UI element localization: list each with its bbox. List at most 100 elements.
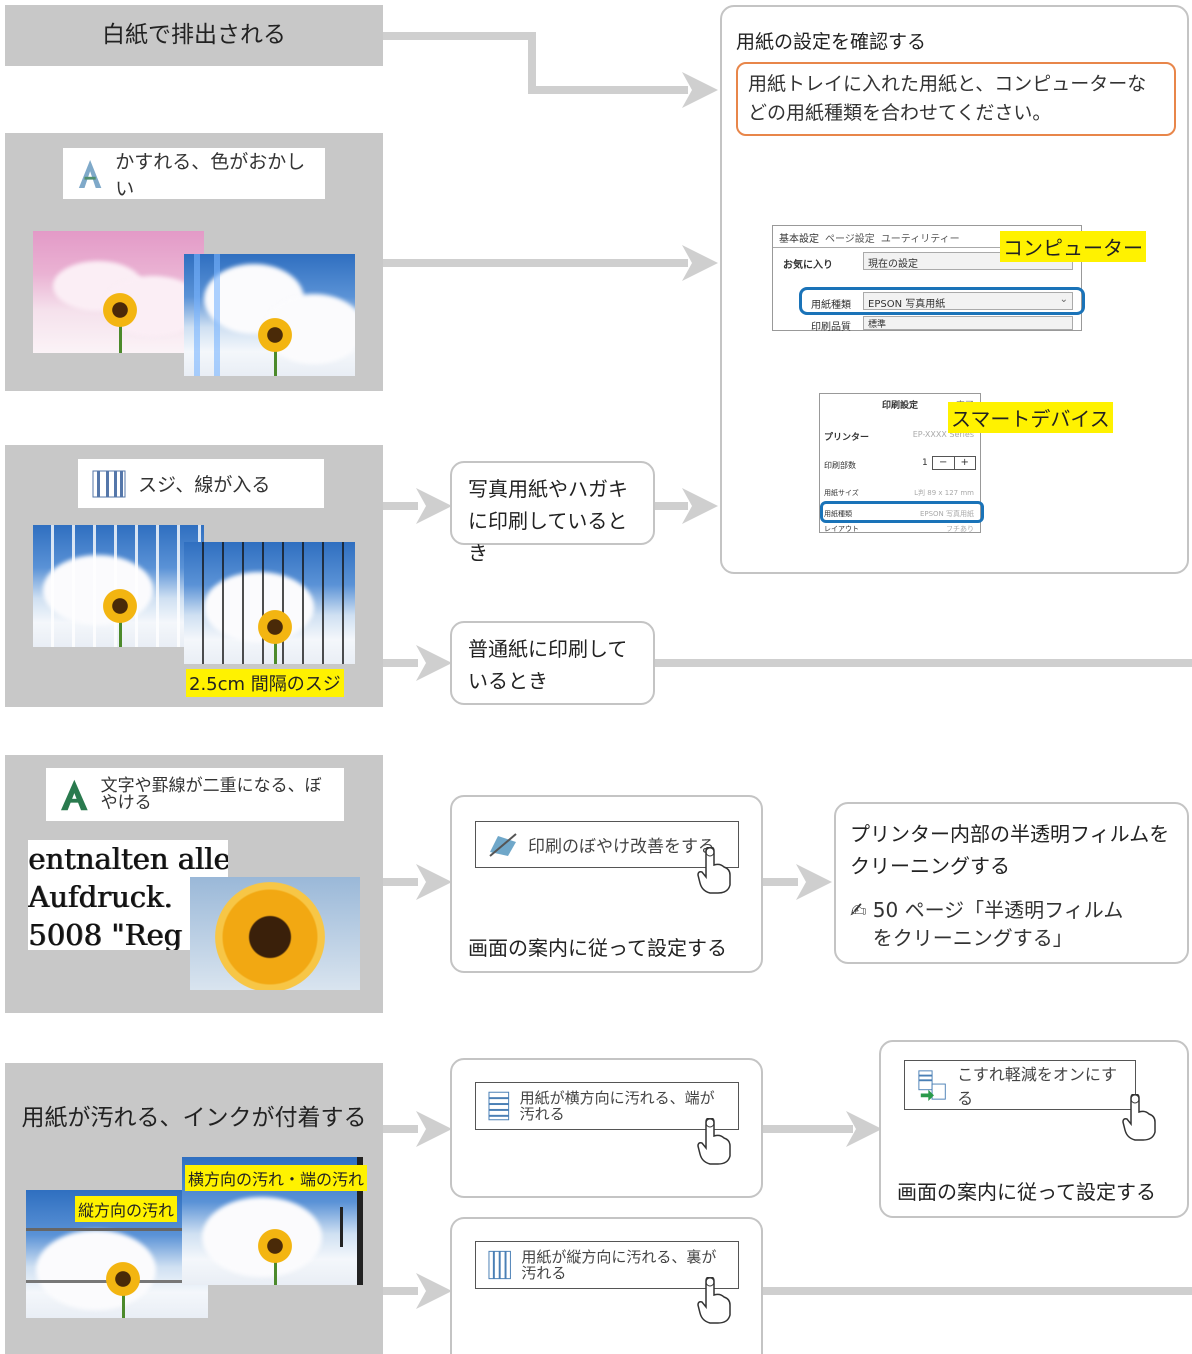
panel-title: 用紙の設定を確認する <box>736 31 927 53</box>
arrow-right-icon <box>682 72 718 108</box>
problem-label: かすれる、色がおかしい <box>63 148 325 200</box>
sample-photo-sunflower-closeup <box>190 877 360 990</box>
film-cleaning-title: プリンター内部の半透明フィルムをクリーニングする <box>850 822 1170 878</box>
sample-photo-pink <box>33 231 204 353</box>
card-text: 写真用紙やハガキに印刷しているとき <box>468 477 628 565</box>
arrow-right-icon <box>682 245 718 281</box>
arrow-right-icon <box>796 864 832 900</box>
horizontal-smudge-card: 用紙が横方向に汚れる、端が汚れる <box>450 1058 763 1198</box>
problem-label-text: 文字や罫線が二重になる、ぼやける <box>100 775 322 813</box>
phone-size-label: 用紙サイズ <box>824 489 859 497</box>
text-line: 5008 "Reg <box>28 918 182 950</box>
horizontal-smudge-button[interactable]: 用紙が横方向に汚れる、端が汚れる <box>475 1082 739 1130</box>
problem-blank-paper: 白紙で排出される <box>5 5 383 66</box>
phone-size-value[interactable]: L判 89 x 127 mm <box>914 489 974 497</box>
paper-type-label: 用紙種類 <box>811 300 851 311</box>
horizontal-smudge-caption: 横方向の汚れ・端の汚れ <box>185 1165 368 1191</box>
minus-icon[interactable]: − <box>933 457 955 469</box>
connector <box>383 659 418 667</box>
arrow-right-icon <box>846 1111 882 1147</box>
vertical-smudge-button[interactable]: 用紙が縦方向に汚れる、裏が汚れる <box>475 1241 739 1289</box>
tab-utility[interactable]: ユーティリティー <box>880 234 960 245</box>
vertical-smudge-card: 用紙が縦方向に汚れる、裏が汚れる <box>450 1217 763 1354</box>
phone-printer-label: プリンター <box>824 433 870 443</box>
hand-pointer-icon <box>697 847 731 894</box>
phone-header: 印刷設定 <box>881 401 918 411</box>
tab-page[interactable]: ページ設定 <box>825 234 875 245</box>
phone-layout-label: レイアウト <box>824 525 859 533</box>
paper-type-value: EPSON 写真用紙 <box>868 299 946 310</box>
note-text: 用紙トレイに入れた用紙と、コンピューターなどの用紙種類を合わせてください。 <box>748 73 1147 124</box>
phone-copies-value: 1 <box>922 458 928 468</box>
tab-basic[interactable]: 基本設定 <box>779 234 819 245</box>
card-text: 普通紙に印刷しているとき <box>468 637 628 693</box>
text-line: entnalten alle <box>28 842 228 876</box>
button-label: こすれ軽減をオンにする <box>957 1065 1118 1108</box>
scuff-reduction-card: こすれ軽減をオンにする 画面の案内に従って設定する <box>879 1040 1189 1218</box>
quality-label: 印刷品質 <box>811 322 851 333</box>
problem-title: 白紙で排出される <box>102 22 286 48</box>
connector <box>383 1125 418 1133</box>
hand-pointer-icon <box>697 1118 731 1165</box>
connector <box>655 502 688 510</box>
paper-settings-panel: 用紙の設定を確認する 用紙トレイに入れた用紙と、コンピューターなどの用紙種類を合… <box>720 5 1189 574</box>
sample-photo-dark-streaks <box>184 542 355 664</box>
smart-device-label: スマートデバイス <box>948 402 1113 433</box>
connector <box>763 1125 853 1133</box>
stripes-icon <box>92 470 126 497</box>
scuff-reduction-button[interactable]: こすれ軽減をオンにする <box>904 1060 1136 1110</box>
arrow-right-icon <box>416 1111 452 1147</box>
problem-label-text: かすれる、色がおかしい <box>115 150 306 200</box>
button-label: 用紙が縦方向に汚れる、裏が汚れる <box>521 1248 717 1282</box>
tab-bar: 基本設定 ページ設定 ユーティリティー <box>773 226 1081 248</box>
copies-stepper[interactable]: − + <box>932 456 976 470</box>
button-label: 用紙が横方向に汚れる、端が汚れる <box>519 1089 715 1123</box>
plain-paper-card: 普通紙に印刷しているとき <box>450 621 655 705</box>
sample-photo-banding <box>184 254 355 376</box>
favorites-value: 現在の設定 <box>868 259 918 270</box>
phone-type-label: 用紙種類 <box>824 510 852 518</box>
connector <box>763 878 798 886</box>
paper-type-select[interactable]: EPSON 写真用紙 ⌄ <box>863 292 1073 310</box>
connector <box>383 259 688 267</box>
paper-type-highlight-ring <box>820 501 984 523</box>
blur-improve-icon <box>489 832 517 857</box>
connector <box>528 32 536 94</box>
arrow-right-icon <box>416 864 452 900</box>
note-box: 用紙トレイに入れた用紙と、コンピューターなどの用紙種類を合わせてください。 <box>736 62 1176 136</box>
text-line: Aufdruck. <box>28 880 173 914</box>
streak-interval-caption: 2.5cm 間隔のスジ <box>186 669 344 697</box>
computer-label: コンピューター <box>1000 231 1146 262</box>
plus-icon[interactable]: + <box>960 457 969 468</box>
connector <box>383 32 536 40</box>
arrow-right-icon <box>416 645 452 681</box>
phone-printer-value[interactable]: EP-XXXX Series <box>912 430 974 439</box>
film-cleaning-card: プリンター内部の半透明フィルムをクリーニングする ✍ 50 ページ「半透明フィル… <box>834 802 1189 964</box>
quality-select[interactable]: 標準 <box>863 316 1073 330</box>
hand-pointer-icon <box>1122 1094 1156 1141</box>
arrow-right-icon <box>416 488 452 524</box>
connector <box>528 86 688 94</box>
bold-letter-icon <box>60 779 88 810</box>
connector <box>383 502 418 510</box>
horizontal-lines-icon <box>488 1091 510 1121</box>
instruction-text: 画面の案内に従って設定する <box>468 936 727 960</box>
phone-layout-value[interactable]: フチあり <box>946 525 974 533</box>
scuff-reduction-icon <box>918 1070 946 1102</box>
reference-link[interactable]: ✍ 50 ページ「半透明フィルムをクリーニングする」 <box>850 896 1180 952</box>
arrow-right-icon <box>682 488 718 524</box>
reference-text: 50 ページ「半透明フィルムをクリーニングする」 <box>872 898 1124 950</box>
quality-value: 標準 <box>868 320 887 330</box>
connector <box>655 659 1192 667</box>
connector <box>763 1287 1192 1295</box>
favorites-label: お気に入り <box>783 260 833 271</box>
phone-type-value[interactable]: EPSON 写真用紙 <box>919 510 974 518</box>
smart-device-screenshot: 印刷設定 完了 プリンター EP-XXXX Series 印刷部数 1 − + … <box>819 393 984 533</box>
sample-photo-white-streaks <box>33 525 204 647</box>
blur-improve-card: 印刷のぼやけ改善をする 画面の案内に従って設定する <box>450 795 763 973</box>
reference-pencil-icon: ✍ <box>850 898 867 922</box>
problem-label: 文字や罫線が二重になる、ぼやける <box>46 768 344 821</box>
blur-improve-button[interactable]: 印刷のぼやけ改善をする <box>475 821 739 868</box>
instruction-text: 画面の案内に従って設定する <box>897 1180 1156 1204</box>
arrow-right-icon <box>416 1273 452 1309</box>
